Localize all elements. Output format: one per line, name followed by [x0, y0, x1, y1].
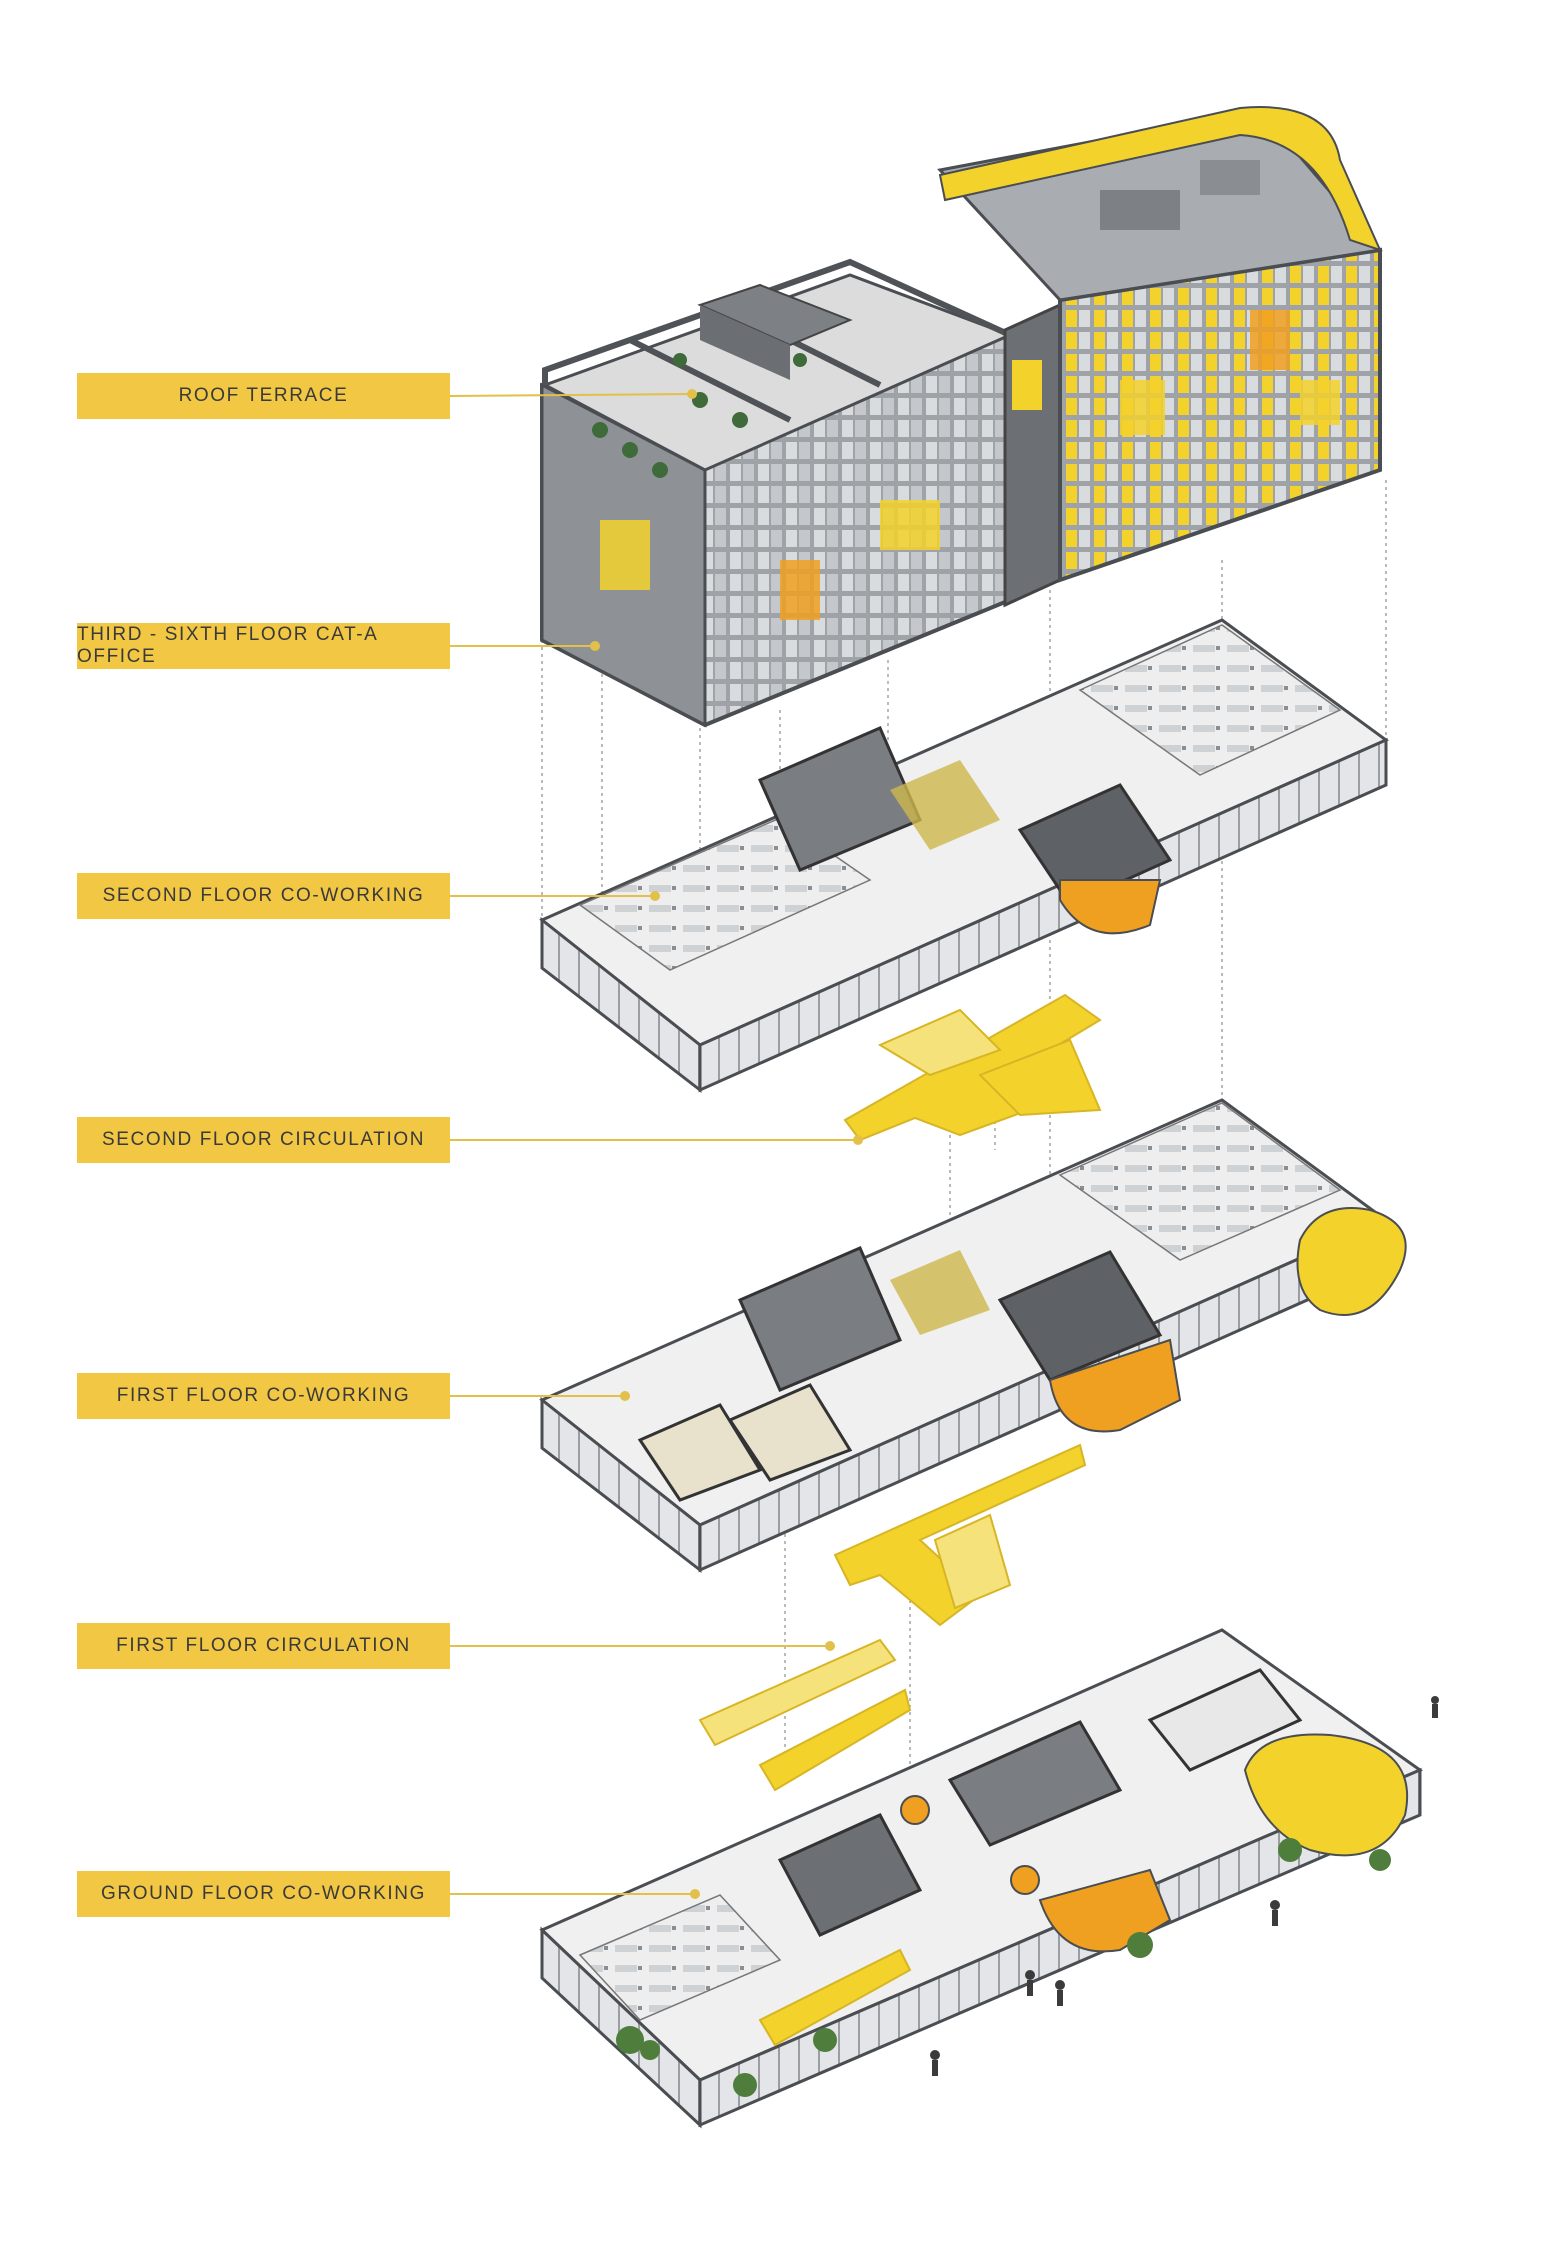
label-first-floor-coworking: FIRST FLOOR CO-WORKING: [77, 1373, 450, 1419]
label-text: ROOF TERRACE: [178, 385, 349, 406]
central-core: [1003, 302, 1062, 608]
rooftop-yellow-screen: [938, 106, 1382, 252]
ground-floor-plate: [539, 1628, 1439, 2129]
label-text: GROUND FLOOR CO-WORKING: [101, 1883, 426, 1904]
label-text: FIRST FLOOR CIRCULATION: [116, 1635, 411, 1656]
label-first-floor-circulation: FIRST FLOOR CIRCULATION: [77, 1623, 450, 1669]
upper-building-block: [540, 106, 1383, 728]
first-floor-circulation-plate: [698, 1443, 1087, 1792]
label-ground-floor-coworking: GROUND FLOOR CO-WORKING: [77, 1871, 450, 1917]
label-text: FIRST FLOOR CO-WORKING: [116, 1385, 411, 1406]
label-second-floor-circulation: SECOND FLOOR CIRCULATION: [77, 1117, 450, 1163]
label-second-floor-coworking: SECOND FLOOR CO-WORKING: [77, 873, 450, 919]
label-third-sixth-floor: THIRD - SIXTH FLOOR CAT-A OFFICE: [77, 623, 450, 669]
leader-dots: [590, 389, 863, 1899]
first-floor-plate: [539, 1098, 1407, 1574]
second-floor-circulation-plate: [843, 993, 1102, 1142]
label-text: SECOND FLOOR CO-WORKING: [102, 885, 425, 906]
label-roof-terrace: ROOF TERRACE: [77, 373, 450, 419]
label-text: THIRD - SIXTH FLOOR CAT-A OFFICE: [77, 624, 378, 667]
second-floor-plate: [539, 618, 1389, 1094]
leader-lines: [449, 393, 858, 1895]
label-text: SECOND FLOOR CIRCULATION: [101, 1129, 426, 1150]
